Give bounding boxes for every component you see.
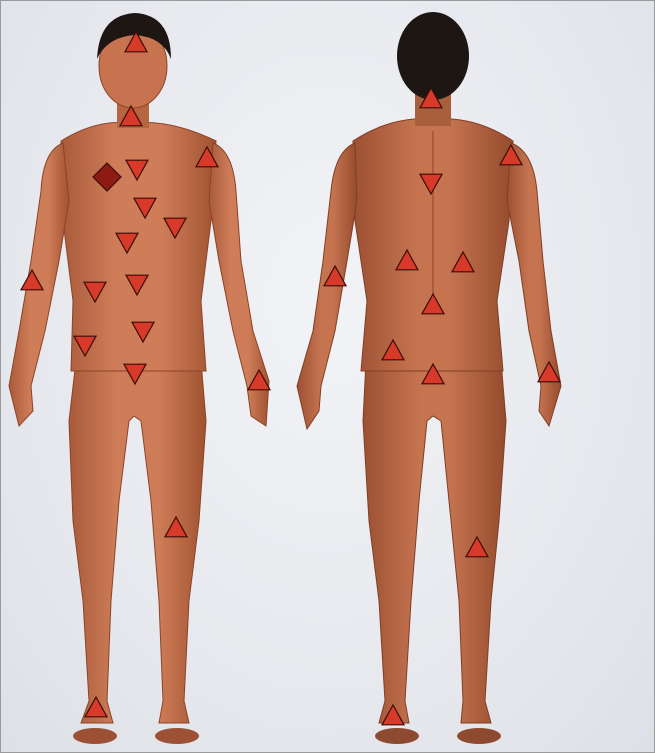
body-map-canvas [1,1,655,753]
body-map-image [0,0,655,753]
